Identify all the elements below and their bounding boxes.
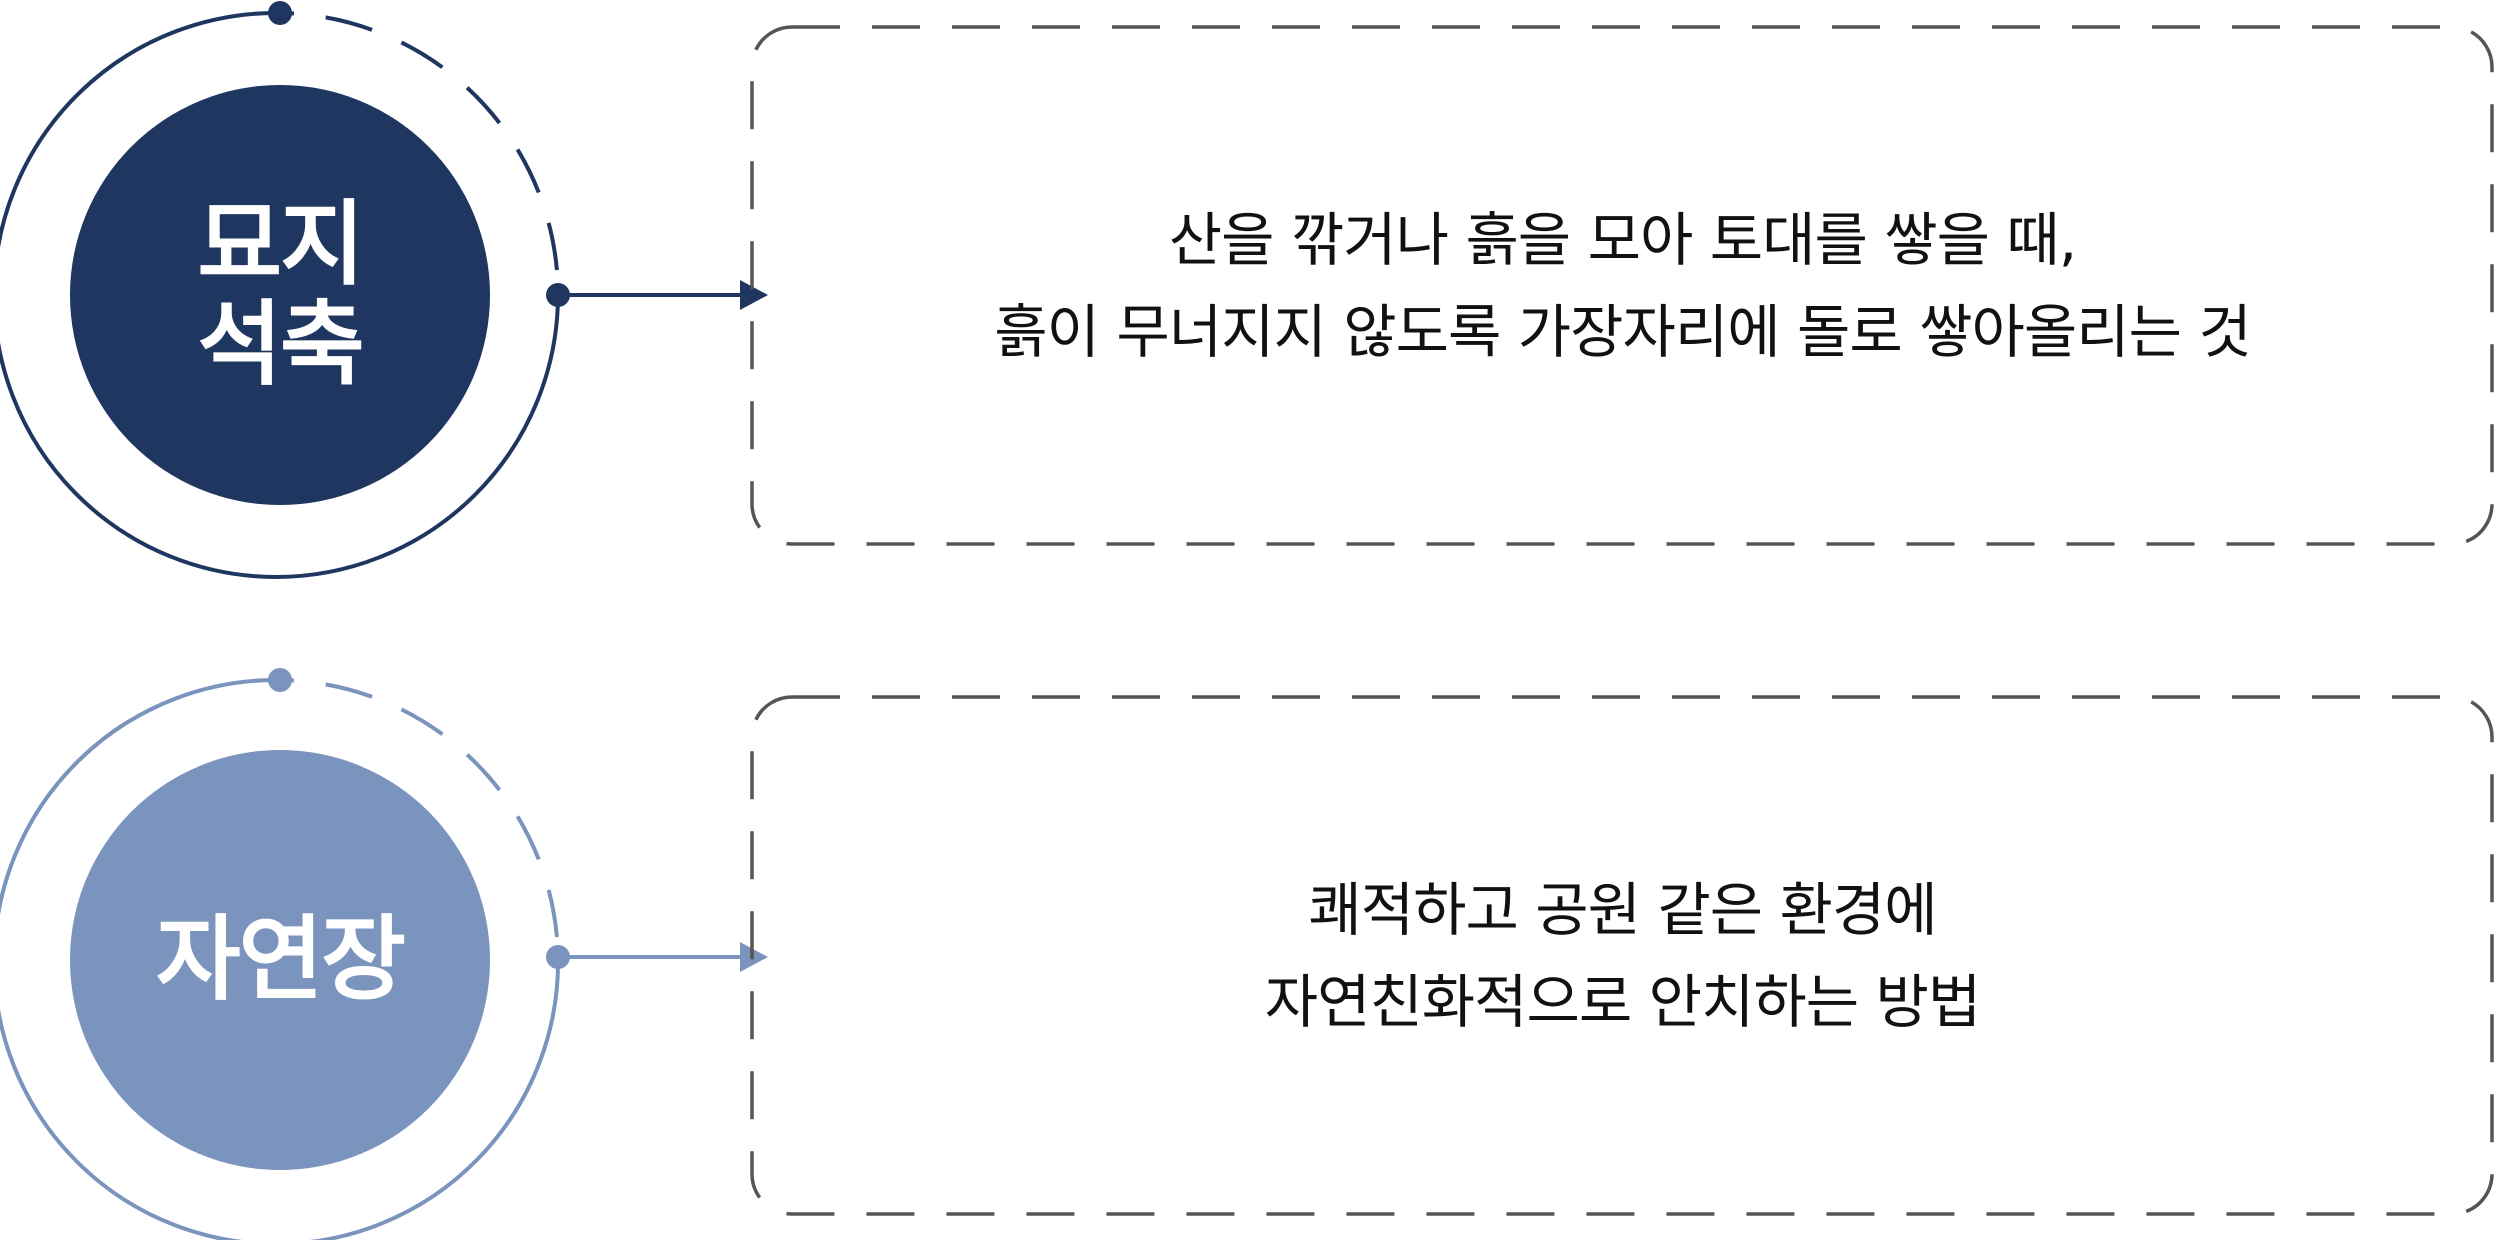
item-1-title-line-2: 석축: [197, 291, 364, 398]
item-1-inner-circle: [70, 85, 490, 505]
item-1-top-dot: [268, 1, 292, 25]
item-2-graphic: [0, 668, 2494, 1240]
item-1-arrowhead: [740, 280, 768, 310]
item-2-inner-circle: [70, 750, 490, 1170]
item-2-description: 쾌적하고 공원 같은 환경에 자연친화적으로 안치하는 방법: [760, 697, 2485, 1214]
item-2-description-line-2: 자연친화적으로 안치하는 방법: [1264, 967, 1982, 1036]
item-2-top-dot: [268, 668, 292, 692]
item-1-title: 묘지 석축: [70, 145, 490, 445]
item-2-outer-ring-dashed: [279, 678, 560, 958]
item-1-description-box: [750, 25, 2494, 546]
item-2-description-line-1: 쾌적하고 공원 같은 환경에: [1308, 875, 1937, 944]
item-1-description: 산을 깎거나 흙을 모아 토대를 쌓을 때, 흙이 무너지지 않도록 가장자리에…: [760, 27, 2485, 544]
item-2-outer-ring-solid: [0, 677, 561, 1240]
item-2-title: 자연장: [70, 810, 490, 1110]
item-1-graphic: [0, 1, 2494, 579]
item-1-outer-ring-dashed: [279, 11, 560, 296]
item-2-description-box: [750, 695, 2494, 1216]
item-2-title-line-1: 자연장: [156, 906, 406, 1013]
item-1-title-line-1: 묘지: [197, 191, 364, 298]
item-2-arrowhead: [740, 942, 768, 972]
item-1-description-line-2: 흙이 무너지지 않도록 가장자리에 돌로 쌓아올리는 것: [994, 297, 2252, 366]
item-1-description-line-1: 산을 깎거나 흙을 모아 토대를 쌓을 때,: [1168, 205, 2077, 274]
item-1-outer-ring-solid: [0, 10, 560, 579]
